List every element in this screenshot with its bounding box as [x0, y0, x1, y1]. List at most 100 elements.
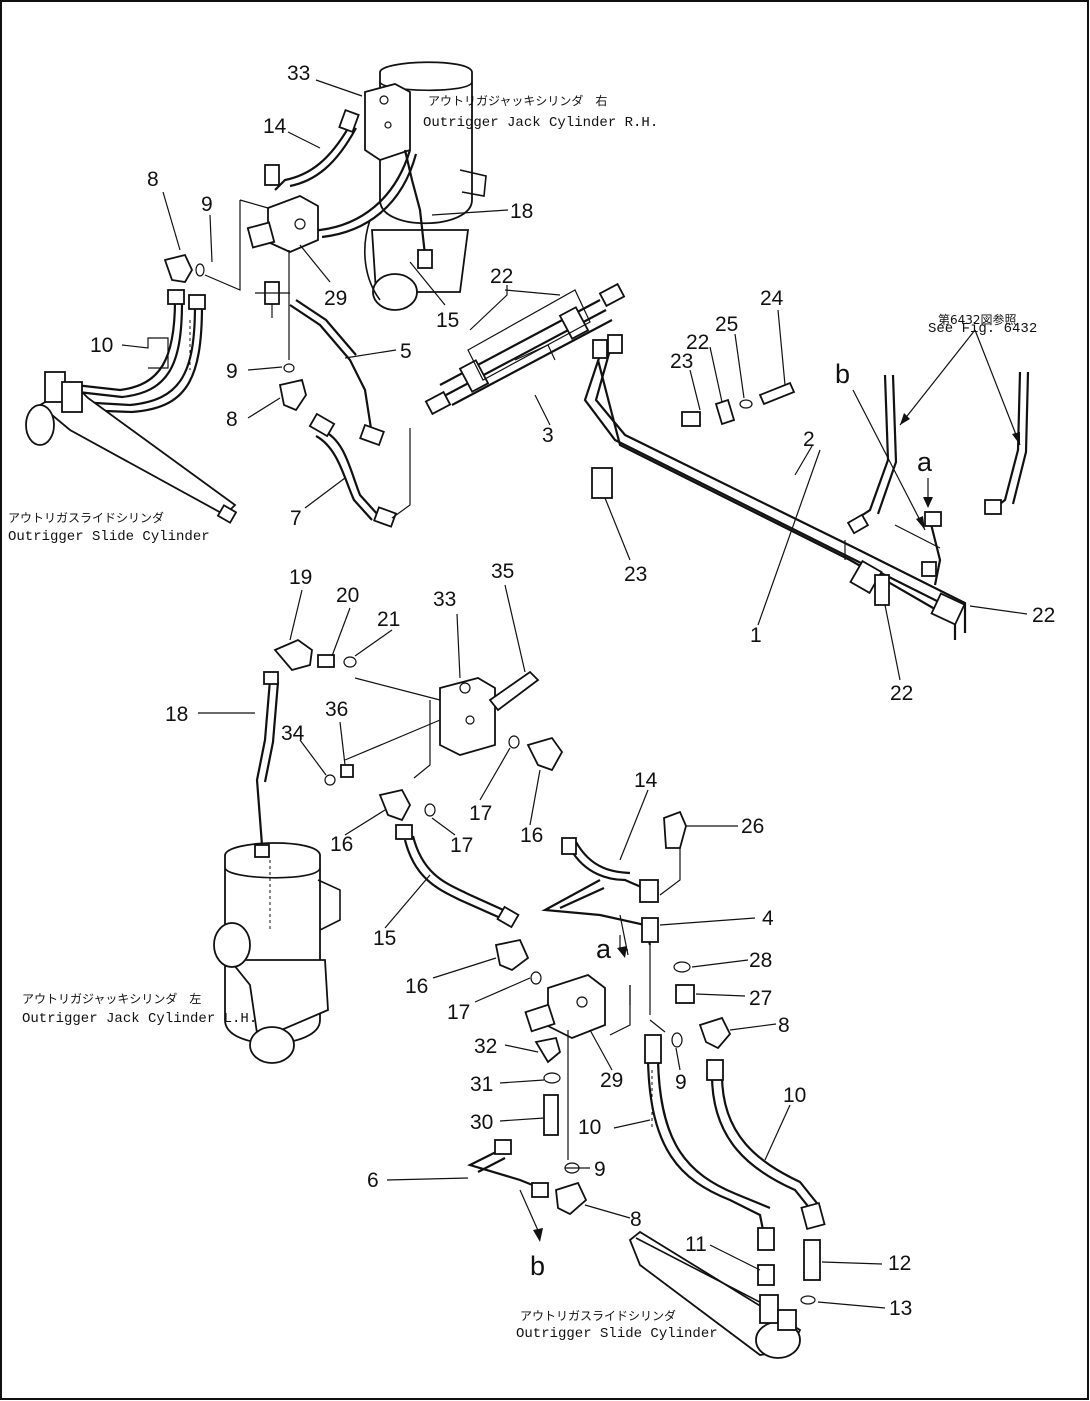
callout-7: 7 [290, 507, 302, 530]
callout-17-upper: 17 [469, 802, 492, 825]
callout-14-lower: 14 [634, 769, 658, 792]
callout-9-lower: 9 [594, 1158, 606, 1181]
tube-18-upper [403, 149, 427, 256]
callout-20: 20 [336, 584, 359, 607]
leader-bracket-left [204, 200, 241, 291]
washer-25 [739, 399, 753, 409]
label-rh-jack-en: Outrigger Jack Cylinder R.H. [423, 115, 658, 131]
callout-9-mid: 9 [226, 360, 238, 383]
callout-16-left: 16 [330, 833, 353, 856]
adapter-20 [317, 654, 335, 668]
callout-30: 30 [470, 1111, 493, 1134]
callout-10-upper: 10 [90, 334, 113, 357]
callout-29-upper: 29 [324, 287, 347, 310]
callout-11: 11 [685, 1233, 707, 1256]
callout-23-upper: 23 [670, 350, 693, 373]
clamp-23-lower [591, 467, 613, 499]
label-slide-upper-en: Outrigger Slide Cylinder [8, 529, 210, 545]
callout-13: 13 [889, 1297, 912, 1320]
tube-assembly-3 [424, 282, 626, 416]
callout-17-mid: 17 [450, 834, 473, 857]
elbow-8-lower [555, 1181, 588, 1216]
callout-28: 28 [749, 949, 772, 972]
callout-22-right: 22 [1032, 604, 1055, 627]
label-slide-lower-en: Outrigger Slide Cylinder [516, 1326, 718, 1342]
lower-slide-cylinder [628, 1230, 802, 1359]
rh-check-valve-block [364, 83, 411, 161]
callout-22-clamp: 22 [686, 331, 709, 354]
main-tubes-1-2 [583, 334, 967, 640]
lh-check-valve-block [439, 677, 496, 756]
elbow-26 [663, 810, 687, 849]
letter-b-lower: b [530, 1251, 545, 1281]
letter-a-lower: a [596, 934, 612, 964]
callout-5: 5 [400, 340, 412, 363]
callout-23-lower: 23 [624, 563, 647, 586]
letter-b-upper: b [835, 359, 850, 389]
connector-12 [803, 1239, 821, 1281]
hose-10-lower-right [710, 1074, 816, 1216]
callout-18-lower: 18 [165, 703, 188, 726]
callout-31: 31 [470, 1073, 493, 1096]
label-see-fig-en: See Fig. 6432 [928, 321, 1037, 337]
oring-34 [324, 774, 336, 786]
lh-pilot-check-valve [524, 973, 606, 1039]
callout-17-lower: 17 [447, 1001, 470, 1024]
oring-21 [343, 656, 357, 668]
elbow-8-right [698, 1016, 732, 1050]
callout-21: 21 [377, 608, 400, 631]
callout-15-lower: 15 [373, 927, 396, 950]
label-slide-lower-jp: アウトリガスライドシリンダ [520, 1308, 676, 1323]
label-lh-jack-jp: アウトリガジャッキシリンダ 左 [22, 991, 201, 1006]
callout-33-lower: 33 [433, 588, 456, 611]
callout-9-upper: 9 [201, 193, 213, 216]
part-number-callouts: 33 14 18 8 9 29 15 10 9 5 8 7 22 3 24 25… [90, 62, 1055, 1320]
callout-15-upper: 15 [436, 309, 459, 332]
bolt-30 [543, 1094, 559, 1136]
callout-16-right: 16 [520, 824, 543, 847]
callout-19: 19 [289, 566, 312, 589]
letter-a-upper: a [917, 447, 933, 477]
callout-8-mid: 8 [226, 408, 238, 431]
oring-13 [800, 1295, 816, 1305]
hoses-10-upper [74, 299, 177, 392]
callout-26: 26 [741, 815, 764, 838]
callout-3: 3 [542, 424, 554, 447]
callout-18-upper: 18 [510, 200, 533, 223]
elbow-16-right [526, 736, 564, 772]
callout-8-upper: 8 [147, 168, 159, 191]
callout-1: 1 [750, 624, 762, 647]
callout-14-upper: 14 [263, 115, 287, 138]
callout-16-lower: 16 [405, 975, 428, 998]
callout-33-upper: 33 [287, 62, 310, 85]
hose-14-lower [569, 847, 649, 892]
callout-6: 6 [367, 1169, 379, 1192]
callout-12: 12 [888, 1252, 911, 1275]
hose-10-lower-left [646, 1059, 767, 1241]
upper-slide-cylinder [25, 371, 238, 524]
hose-15-lower [403, 839, 506, 922]
callout-8-lower: 8 [630, 1208, 642, 1231]
rh-pilot-check-valve [246, 195, 319, 253]
label-lh-jack-en: Outrigger Jack Cylinder L.H. [22, 1011, 257, 1027]
clamp-23-upper [681, 411, 701, 427]
hose-14-upper [274, 124, 351, 191]
callout-22-top: 22 [490, 265, 513, 288]
plug-36 [340, 764, 354, 778]
bolt-24 [758, 381, 796, 406]
callout-2: 2 [803, 428, 815, 451]
elbow-32 [534, 1036, 562, 1064]
tube-5 [289, 304, 374, 436]
callout-10-right: 10 [783, 1084, 806, 1107]
callout-24: 24 [760, 287, 784, 310]
nut-27 [675, 984, 695, 1004]
callout-leaders [121, 79, 1028, 1309]
lh-jack-cylinder [213, 842, 341, 1064]
fitting-upper-14 [264, 164, 280, 186]
callout-9-right: 9 [675, 1071, 687, 1094]
callout-22-bottom: 22 [890, 682, 913, 705]
callout-10-mid: 10 [578, 1116, 601, 1139]
